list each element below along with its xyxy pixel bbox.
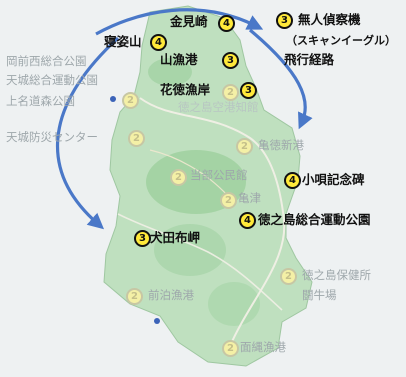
- label-tokunoshima-ku: 徳之島空港知館: [178, 100, 259, 114]
- marker-faint: 2: [222, 84, 239, 101]
- road: [149, 149, 229, 197]
- marker-faint: 2: [128, 130, 145, 147]
- label-tokunoshima-hoken: 徳之島保健所: [302, 268, 371, 282]
- label-hanatoku: 花徳漁岸: [160, 82, 211, 97]
- legend-title: 無人偵察機: [298, 12, 361, 27]
- label-kanemisaki: 金見崎: [170, 14, 208, 29]
- marker-faint: 2: [222, 340, 239, 357]
- marker-inutabu: 3: [134, 230, 151, 247]
- marker-faint: 2: [122, 92, 139, 109]
- marker-neshiyama: 4: [150, 34, 167, 51]
- label-inutabu: 犬田布岬: [150, 230, 201, 245]
- road: [139, 97, 286, 347]
- marker-yamagyoko: 3: [222, 52, 239, 69]
- road: [117, 213, 283, 311]
- label-kouta: 小唄記念碑: [302, 172, 365, 187]
- label-kametoku: 亀徳新港: [258, 138, 304, 152]
- marker-kouta: 4: [284, 172, 301, 189]
- marker-kanemisaki: 4: [218, 15, 235, 32]
- marker-faint: 2: [236, 138, 253, 155]
- legend-label: 飛行経路: [284, 52, 335, 67]
- marker-sports-park: 4: [239, 212, 256, 229]
- label-sports-park: 徳之島総合運動公園: [258, 212, 371, 227]
- label-okazakinishi: 岡前西総合公園: [6, 54, 87, 68]
- mountain-relief: [148, 58, 192, 86]
- marker-faint: 2: [220, 192, 237, 209]
- label-tougyujou: 闘牛場: [302, 288, 337, 302]
- poi-dot: [154, 318, 160, 324]
- marker-hanatoku: 3: [240, 82, 257, 99]
- poi-dot: [110, 96, 116, 102]
- label-toubu: 当部公民館: [190, 168, 248, 182]
- label-omonawa: 面縄漁港: [240, 340, 286, 354]
- marker-faint: 2: [170, 169, 187, 186]
- label-amagi-bousai: 天城防災センター: [6, 130, 98, 144]
- flight-route-east: [95, 8, 264, 36]
- label-kaminaoi: 上名道森公園: [6, 94, 75, 108]
- label-yamagyoko: 山漁港: [160, 52, 198, 67]
- marker-faint: 2: [280, 268, 297, 285]
- label-maedomari: 前泊漁港: [148, 288, 194, 302]
- flight-route-northeast: [248, 28, 313, 130]
- legend-subtitle: （スキャンイーグル）: [286, 34, 396, 47]
- label-kamiya: 亀津: [238, 191, 261, 205]
- label-neshiyama: 寝姿山: [104, 34, 142, 49]
- legend-marker: 3: [276, 12, 293, 29]
- label-amagi-sports: 天城総合運動公園: [6, 73, 98, 87]
- flight-route-west: [56, 36, 120, 230]
- marker-faint: 2: [126, 288, 143, 305]
